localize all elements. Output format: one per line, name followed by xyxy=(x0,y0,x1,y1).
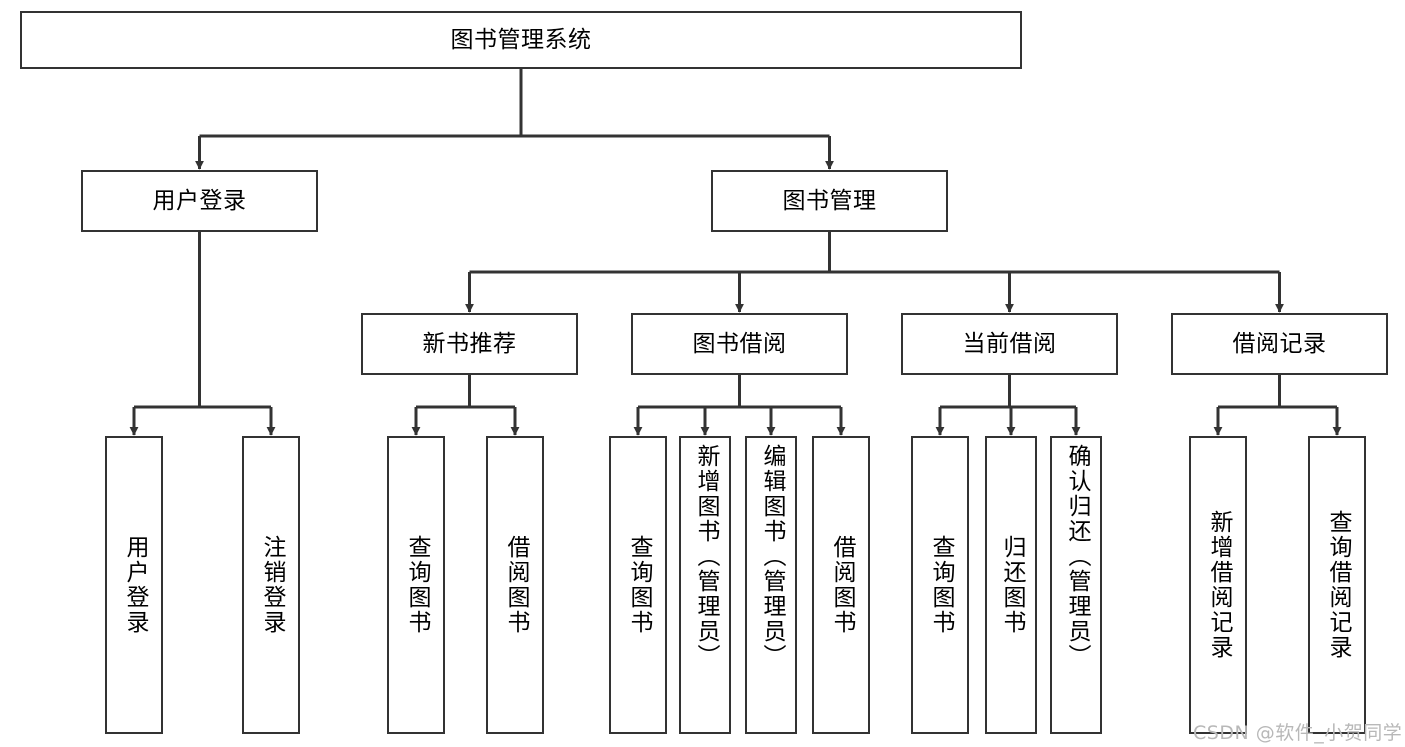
node-user-login: 用户登录 xyxy=(81,170,318,232)
node-label: 注销登录 xyxy=(258,535,285,635)
node-label: 用户登录 xyxy=(121,535,148,635)
node-leaf-query-record: 查询借阅记录 xyxy=(1308,436,1366,734)
node-label: 查询图书 xyxy=(625,535,652,635)
node-new-book-recommend: 新书推荐 xyxy=(361,313,578,375)
node-label: 借阅图书 xyxy=(828,535,855,635)
node-leaf-confirm-return: 确认归还（管理员） xyxy=(1050,436,1102,734)
node-root: 图书管理系统 xyxy=(20,11,1022,69)
node-book-borrow: 图书借阅 xyxy=(631,313,848,375)
node-leaf-logout: 注销登录 xyxy=(242,436,300,734)
node-label: 当前借阅 xyxy=(962,330,1057,357)
node-book-manage: 图书管理 xyxy=(711,170,948,232)
csdn-watermark: CSDN @软件_小贺同学 xyxy=(1193,722,1403,744)
node-label: 确认归还（管理员） xyxy=(1063,444,1090,669)
node-leaf-return-book: 归还图书 xyxy=(985,436,1037,734)
node-leaf-query-book-rec: 查询图书 xyxy=(387,436,445,734)
node-label: 新书推荐 xyxy=(422,330,517,357)
node-leaf-borrow-book: 借阅图书 xyxy=(812,436,870,734)
node-label: 图书借阅 xyxy=(692,330,787,357)
node-label: 用户登录 xyxy=(152,187,247,214)
node-leaf-query-book-borrow: 查询图书 xyxy=(609,436,667,734)
node-leaf-add-record: 新增借阅记录 xyxy=(1189,436,1247,734)
node-label: 归还图书 xyxy=(998,535,1025,635)
node-label: 图书管理系统 xyxy=(450,26,592,53)
node-current-borrow: 当前借阅 xyxy=(901,313,1118,375)
node-label: 新增图书（管理员） xyxy=(692,444,719,669)
node-leaf-user-login: 用户登录 xyxy=(105,436,163,734)
node-label: 借阅图书 xyxy=(502,535,529,635)
edge-group xyxy=(129,69,1342,436)
node-leaf-add-book: 新增图书（管理员） xyxy=(679,436,731,734)
node-leaf-edit-book: 编辑图书（管理员） xyxy=(745,436,797,734)
node-leaf-borrow-book-rec: 借阅图书 xyxy=(486,436,544,734)
node-label: 查询借阅记录 xyxy=(1324,510,1351,660)
node-label: 新增借阅记录 xyxy=(1205,510,1232,660)
node-borrow-record: 借阅记录 xyxy=(1171,313,1388,375)
node-label: 借阅记录 xyxy=(1232,330,1327,357)
node-leaf-query-book-cur: 查询图书 xyxy=(911,436,969,734)
node-label: 编辑图书（管理员） xyxy=(758,444,785,669)
node-label: 查询图书 xyxy=(927,535,954,635)
node-label: 图书管理 xyxy=(782,187,877,214)
node-label: 查询图书 xyxy=(403,535,430,635)
